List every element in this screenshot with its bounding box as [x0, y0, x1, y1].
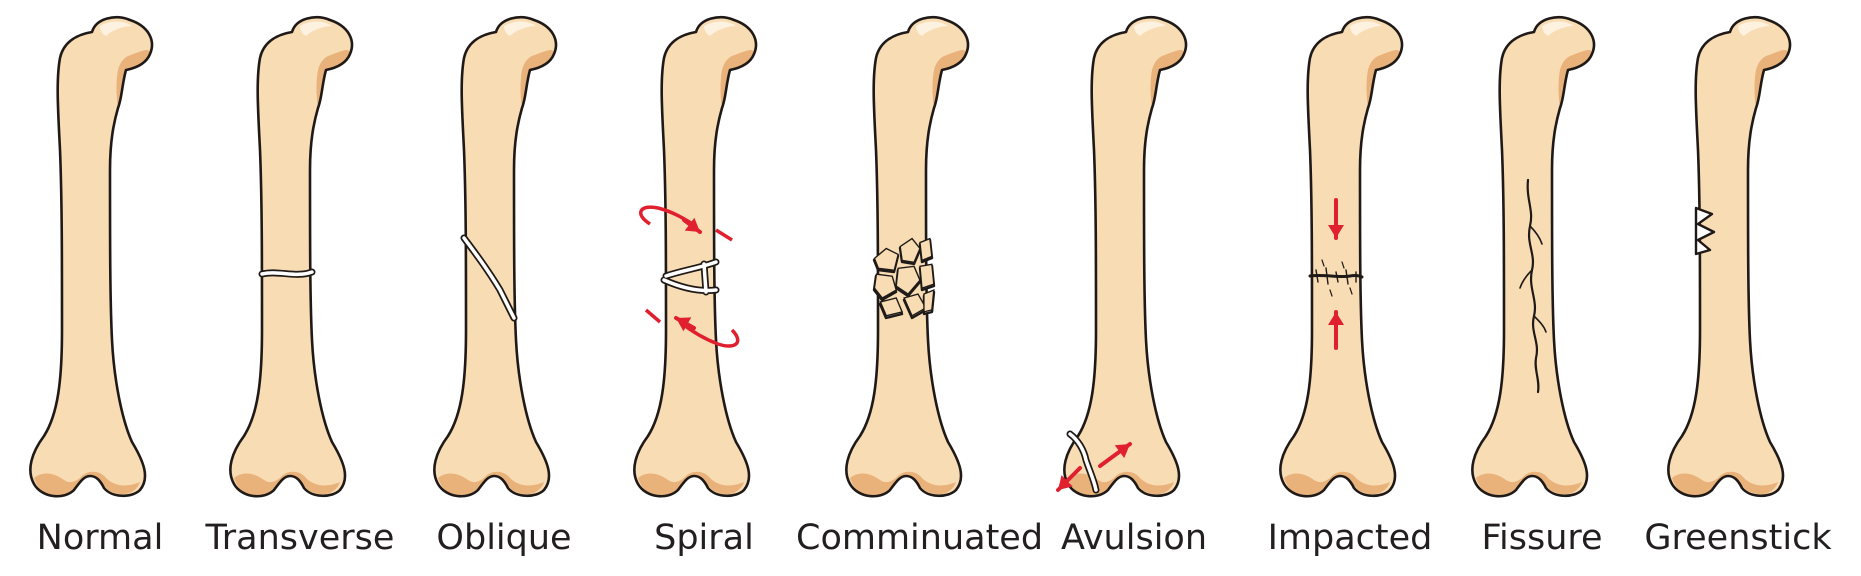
normal-bone-icon	[29, 16, 154, 498]
fissure-line	[1526, 178, 1540, 394]
fracture-label-normal: Normal	[36, 518, 164, 558]
fracture-item-oblique: Oblique	[404, 0, 604, 576]
bone-outline	[1471, 16, 1596, 498]
bone-highlight	[100, 21, 132, 36]
fracture-label-fissure: Fissure	[1481, 518, 1603, 558]
arrow-pull-down-head	[1058, 475, 1073, 490]
bone-outline	[1063, 16, 1188, 498]
bone-shadow	[234, 471, 340, 497]
fracture-label-oblique: Oblique	[436, 518, 572, 558]
impacted-fracture-icon	[1279, 16, 1404, 498]
bone-outline	[633, 16, 758, 498]
bone-outline	[229, 16, 354, 498]
bone-shadow	[1558, 50, 1592, 108]
greenstick-crack	[1694, 206, 1716, 256]
bone-outline	[29, 16, 154, 498]
fracture-line	[1068, 432, 1098, 492]
oblique-fracture-icon	[433, 16, 558, 498]
fracture-label-comminuted: Comminuated	[796, 518, 1044, 558]
bone-outline	[1667, 16, 1792, 498]
bone-shadow	[116, 50, 150, 108]
bone-shadow	[34, 471, 140, 497]
fracture-label-avulsion: Avulsion	[1060, 518, 1208, 558]
bone-fragment-fill	[873, 247, 899, 272]
transverse-fracture-icon	[229, 16, 354, 498]
bone-shadow	[1476, 471, 1582, 497]
bone-outline	[845, 16, 970, 498]
fracture-label-impacted: Impacted	[1267, 518, 1433, 558]
bone-outline	[433, 16, 558, 498]
comminuted-fracture-icon	[845, 16, 970, 498]
fracture-item-avulsion: Avulsion	[1034, 0, 1234, 576]
bone-highlight	[704, 21, 736, 36]
fracture-item-normal: Normal	[0, 0, 200, 576]
bone-fragment-fill	[873, 273, 898, 299]
bone-highlight	[1134, 21, 1166, 36]
fracture-label-spiral: Spiral	[654, 518, 754, 558]
bone-fragment-fill	[923, 289, 935, 313]
bone-shadow	[850, 471, 956, 497]
arrow-top-head	[684, 217, 700, 232]
bone-highlight	[1542, 21, 1574, 36]
rotation-tail-top	[715, 228, 733, 242]
impaction-line	[1308, 273, 1364, 279]
bone-fragment-fill	[895, 265, 921, 295]
fracture-item-spiral: Spiral	[604, 0, 804, 576]
bone-shadow	[720, 50, 754, 108]
bone-shadow	[1754, 50, 1788, 108]
greenstick-fracture-icon	[1667, 16, 1792, 498]
fracture-item-comminuted: Comminuated	[796, 0, 1043, 576]
bone-highlight	[504, 21, 536, 36]
bone-shadow	[1366, 50, 1400, 108]
bone-fragment-fill	[879, 297, 904, 317]
bone-shadow	[520, 50, 554, 108]
impaction-texture	[1321, 259, 1353, 297]
arrow-compress-up-head	[1328, 312, 1344, 325]
arrow-bottom-head	[676, 317, 692, 332]
fracture-label-transverse: Transverse	[205, 518, 395, 558]
rotation-arrow-bottom	[678, 320, 740, 348]
fracture-item-fissure: Fissure	[1442, 0, 1642, 576]
fracture-line	[462, 236, 516, 320]
rotation-tail-bottom	[644, 308, 662, 324]
impaction-texture	[1315, 267, 1357, 285]
bone-shadow	[1672, 471, 1778, 497]
bone-highlight	[1350, 21, 1382, 36]
arrow-pull-up-head	[1114, 444, 1130, 459]
bone-highlight	[300, 21, 332, 36]
bone-fragment-fill	[899, 237, 921, 264]
bone-shadow	[316, 50, 350, 108]
fracture-item-transverse: Transverse	[200, 0, 400, 576]
bone-shadow	[932, 50, 966, 108]
fracture-item-greenstick: Greenstick	[1638, 0, 1838, 576]
bone-shadow	[638, 471, 744, 497]
bone-shadow	[1284, 471, 1390, 497]
spiral-fracture-icon	[633, 16, 758, 498]
bone-outline	[1279, 16, 1404, 498]
fissure-branch	[1519, 225, 1547, 333]
bone-fragment-fill	[919, 263, 935, 290]
bone-highlight	[1738, 21, 1770, 36]
fissure-fracture-icon	[1471, 16, 1596, 498]
bone-highlight	[916, 21, 948, 36]
bone-shadow	[438, 471, 544, 497]
fracture-line	[662, 260, 718, 294]
avulsion-fracture-icon	[1056, 16, 1188, 498]
fracture-line	[260, 270, 314, 277]
fracture-label-greenstick: Greenstick	[1644, 518, 1832, 558]
bone-fragment-fill	[919, 237, 933, 262]
bone-shadow	[1150, 50, 1184, 108]
fracture-item-impacted: Impacted	[1250, 0, 1450, 576]
arrow-compress-down-head	[1328, 225, 1344, 238]
